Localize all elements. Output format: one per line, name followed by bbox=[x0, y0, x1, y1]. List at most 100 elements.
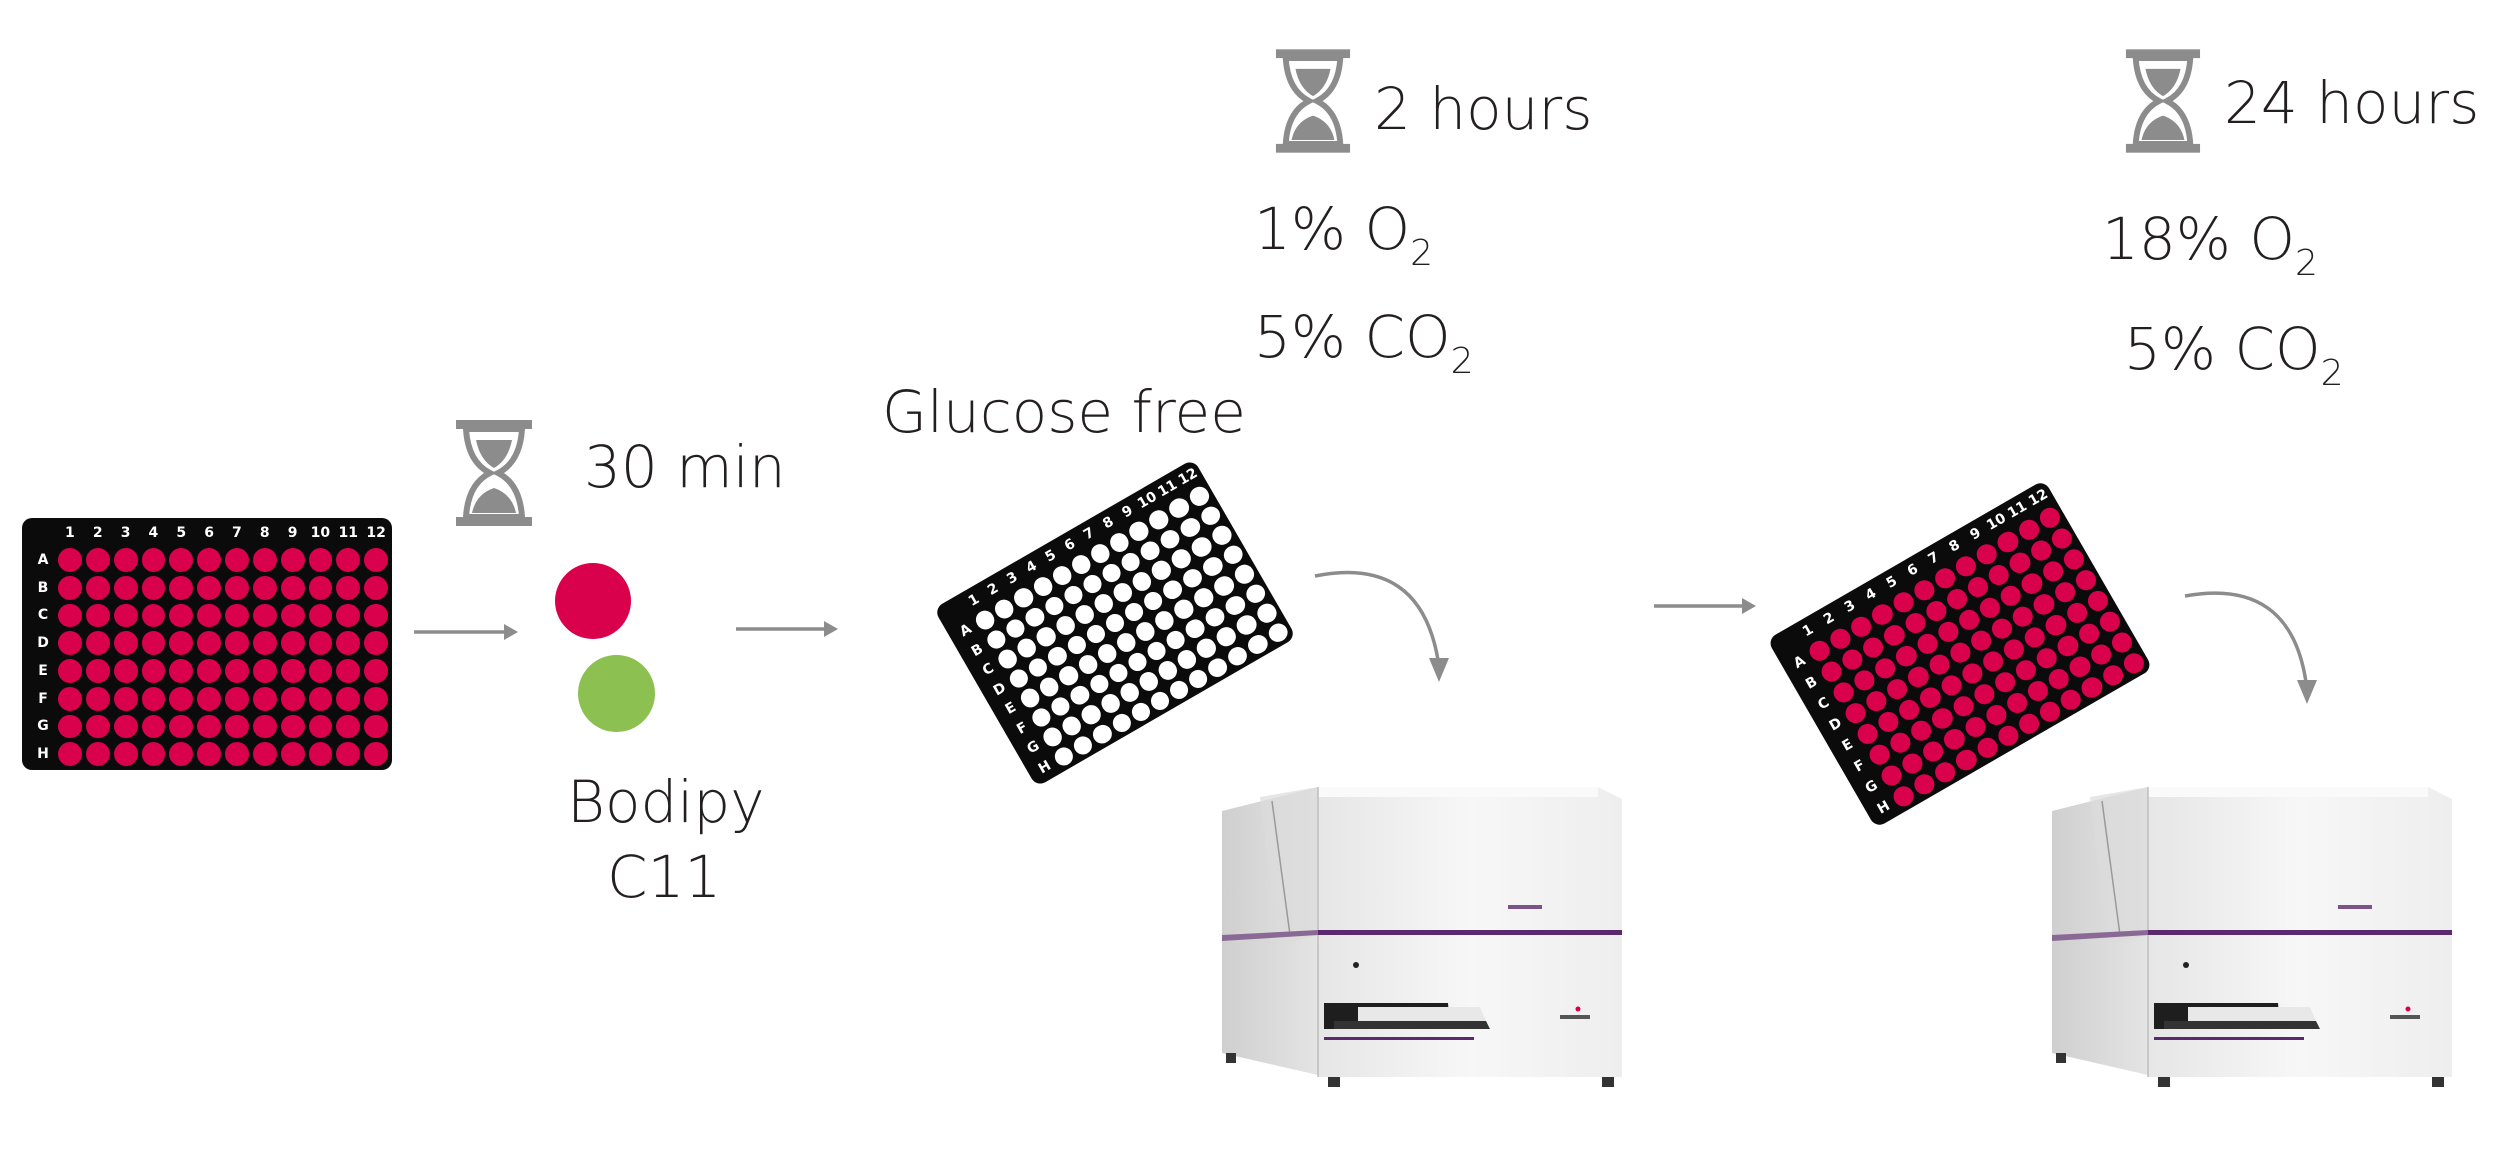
plate-well bbox=[1102, 610, 1128, 636]
plate-well bbox=[1063, 632, 1089, 658]
plate-well bbox=[2033, 644, 2061, 672]
plate-well bbox=[225, 603, 249, 628]
plate-well bbox=[1224, 643, 1251, 669]
plate-well bbox=[197, 603, 221, 628]
plate-well bbox=[113, 686, 138, 711]
plate-reader bbox=[1222, 787, 1622, 1087]
plate-column-label: 2 bbox=[92, 525, 103, 541]
plate-well bbox=[141, 631, 166, 655]
plate-well bbox=[364, 686, 388, 711]
plate-well bbox=[1071, 601, 1097, 627]
plate-well bbox=[1190, 584, 1217, 611]
plate-well bbox=[1212, 623, 1240, 650]
plate-well bbox=[1040, 724, 1066, 750]
plate-well bbox=[225, 575, 249, 600]
plate-well bbox=[141, 603, 166, 628]
plate-well bbox=[1067, 682, 1093, 708]
reoxygenation-time: 24 hours bbox=[2224, 69, 2480, 137]
plate-well bbox=[1033, 624, 1059, 650]
plate-column-label: 1 bbox=[65, 525, 75, 541]
plate-well bbox=[1030, 573, 1056, 600]
plate-well bbox=[1208, 522, 1235, 549]
plate-well bbox=[252, 686, 277, 711]
glucose-label: Glucose free bbox=[882, 378, 1246, 446]
plate-well bbox=[1052, 612, 1078, 639]
plate-well bbox=[1155, 657, 1181, 683]
reoxygenation-o2-value: 18% O bbox=[2102, 205, 2296, 273]
plate-well bbox=[308, 575, 333, 600]
plate-well bbox=[1877, 761, 1906, 790]
plate-well bbox=[197, 714, 221, 739]
hypoxia-o2-value: 1% O bbox=[1254, 195, 1411, 263]
plate-well bbox=[1185, 666, 1211, 692]
plate-column-label: 8 bbox=[259, 525, 270, 541]
plate-well bbox=[364, 603, 388, 628]
curved-arrow-icon bbox=[1314, 570, 1449, 682]
plate-well bbox=[2036, 697, 2064, 726]
plate-row-label: E bbox=[38, 662, 48, 679]
plate-well bbox=[1086, 671, 1112, 697]
plate-well bbox=[169, 603, 194, 628]
reoxygenation-o2-sub: 2 bbox=[2295, 243, 2318, 284]
plate-column-label: 2 bbox=[984, 580, 1002, 599]
plate-well bbox=[1976, 594, 2004, 622]
plate-well bbox=[252, 603, 277, 628]
plate-well bbox=[983, 626, 1009, 652]
plate-well bbox=[1859, 633, 1888, 662]
plate-well bbox=[169, 686, 194, 711]
plate-well bbox=[141, 548, 166, 572]
plate-well bbox=[1919, 737, 1948, 765]
plate-well bbox=[1041, 593, 1067, 619]
plate-column-label: 5 bbox=[176, 525, 187, 541]
plate-well bbox=[364, 575, 388, 600]
arrow-right-icon bbox=[414, 624, 518, 640]
plate-well bbox=[2024, 677, 2052, 705]
plate-well bbox=[1871, 654, 1900, 682]
plate-well bbox=[1159, 576, 1185, 603]
plate-well bbox=[113, 575, 138, 600]
plate-well bbox=[85, 575, 110, 600]
plate-well bbox=[1055, 663, 1081, 689]
plate-well bbox=[113, 603, 138, 628]
plate-column-label: 6 bbox=[1061, 535, 1079, 555]
plate-well bbox=[58, 659, 82, 683]
plate-row-label: A bbox=[37, 551, 49, 568]
plate-well bbox=[1140, 588, 1166, 614]
plate-well bbox=[1048, 693, 1074, 719]
plate-well bbox=[1129, 568, 1155, 594]
plate-well bbox=[1145, 506, 1172, 533]
plate-well bbox=[1003, 615, 1029, 641]
plate-well bbox=[1060, 582, 1086, 608]
plate-well bbox=[197, 575, 221, 600]
plate-well bbox=[197, 631, 221, 655]
plate-well bbox=[113, 548, 138, 572]
plate-well bbox=[1841, 699, 1870, 727]
plate-well bbox=[308, 603, 333, 628]
plate-well bbox=[1964, 573, 1992, 601]
plate-well bbox=[58, 714, 82, 739]
plate-well bbox=[1805, 637, 1834, 665]
plate-well bbox=[1979, 647, 2007, 676]
plate-well bbox=[1991, 668, 2019, 696]
plate-well bbox=[1068, 551, 1094, 577]
plate-well bbox=[85, 548, 110, 572]
plate-column-label: 3 bbox=[1004, 568, 1021, 588]
plate-well bbox=[1097, 690, 1123, 716]
plate-well bbox=[1829, 678, 1858, 707]
plate-column-label: 10 bbox=[310, 525, 331, 541]
hypoxia-time: 2 hours bbox=[1374, 75, 1593, 143]
plate-well bbox=[1087, 540, 1113, 566]
hourglass-icon bbox=[2125, 49, 2201, 153]
hypoxia-o2: 1% O2 bbox=[1254, 200, 1433, 272]
plate-well bbox=[1174, 646, 1200, 672]
plate-well bbox=[2078, 673, 2106, 702]
plate-column-label: 6 bbox=[204, 525, 214, 541]
plate-well bbox=[2003, 689, 2031, 717]
plate-column-label: 12 bbox=[366, 525, 386, 541]
plate-well bbox=[1006, 665, 1032, 691]
plate-well bbox=[1078, 701, 1104, 728]
plate-well bbox=[1973, 540, 2001, 568]
plate-well bbox=[169, 631, 194, 655]
